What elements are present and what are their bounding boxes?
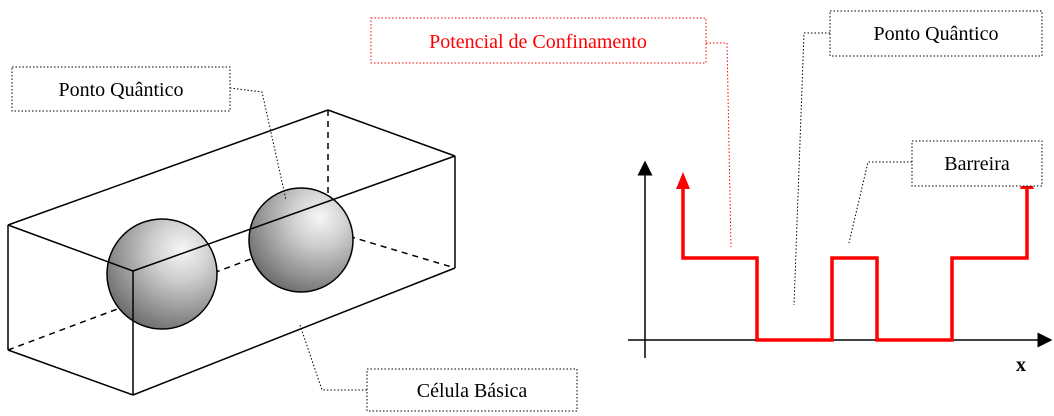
label-text: Célula Básica [417, 380, 528, 402]
box-edge [132, 155, 456, 272]
leader-lines-right [706, 32, 912, 306]
basic-cell-box [7, 109, 456, 351]
label-text: Ponto Quântico [874, 23, 999, 45]
potential-curve [681, 185, 1029, 342]
label-ponto-quantico-right: Ponto Quântico [829, 10, 1043, 57]
leader-line-celula-basica [299, 324, 367, 391]
leader-line-ponto-quantico-left [229, 87, 287, 201]
label-box [911, 140, 1043, 187]
label-box [370, 17, 707, 64]
label-celula-basica: Célula Básica [366, 368, 578, 412]
box-edge [7, 349, 134, 396]
label-potencial-confinamento: Potencial de Confinamento [370, 17, 707, 64]
label-text: Potencial de Confinamento [429, 31, 647, 53]
quantum-dot-sphere-right [248, 187, 354, 293]
x-axis-label: x [1016, 354, 1026, 376]
label-ponto-quantico-left: Ponto Quântico [11, 66, 231, 112]
box-edge [7, 109, 329, 226]
leader-line-barreira [848, 161, 912, 244]
leader-line-ponto-quantico-right [793, 32, 830, 306]
label-box [11, 66, 231, 112]
label-text: Barreira [944, 153, 1010, 175]
leader-lines-left [229, 87, 367, 391]
box-edge [132, 267, 456, 396]
potential-axes [628, 160, 1053, 358]
leader-line-potencial [706, 42, 732, 248]
label-box [829, 10, 1043, 57]
label-barreira: Barreira [911, 140, 1043, 187]
potential-arrowhead-left [676, 172, 690, 189]
quantum-dot-sphere-left [106, 218, 218, 330]
basic-cell-box-front [7, 155, 456, 396]
box-edge [327, 109, 456, 157]
label-box [366, 368, 578, 412]
label-text: Ponto Quântico [59, 79, 184, 101]
box-edge [7, 224, 134, 272]
